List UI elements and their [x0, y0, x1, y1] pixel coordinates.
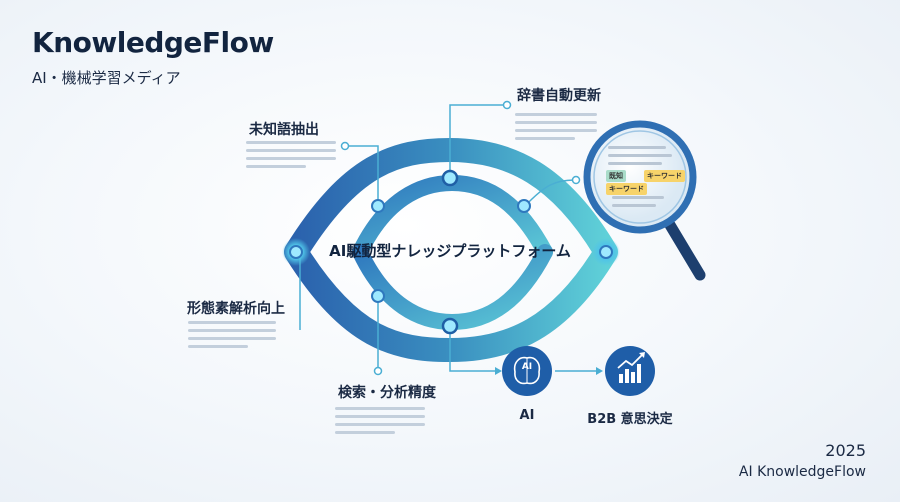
brand-title: KnowledgeFlow [32, 26, 274, 59]
arrow-to-b2b [596, 367, 603, 375]
footer: 2025 AI KnowledgeFlow [739, 441, 866, 480]
connector-output [449, 328, 495, 372]
output-label-ai: AI [519, 408, 535, 423]
node-label-search-accuracy: 検索・分析精度 [338, 385, 436, 401]
node-bottom [441, 317, 459, 335]
footer-year: 2025 [825, 441, 866, 460]
output-label-b2b: B2B 意思決定 [587, 412, 673, 427]
node-right [599, 245, 613, 259]
inner-ring-bottom [352, 244, 553, 331]
endpoint-dot [373, 366, 383, 376]
endpoint-dot [340, 141, 350, 151]
placeholder-lines-morphology [188, 321, 276, 348]
node-label-morphology: 形態素解析向上 [187, 301, 285, 317]
ai-icon-text: AI [521, 362, 533, 372]
arrow-to-ai [495, 367, 502, 375]
node-label-unknown-words: 未知語抽出 [249, 122, 319, 138]
center-label: AI駆動型ナレッジプラットフォーム [329, 242, 571, 260]
placeholder-lines-unknown-words [246, 141, 336, 168]
brand-subtitle: AI・機械学習メディア [32, 69, 181, 87]
node-upper-right [517, 199, 531, 213]
brand-block: KnowledgeFlow AI・機械学習メディア [32, 26, 274, 88]
ai-brain-icon [502, 346, 552, 396]
endpoint-dot [502, 100, 512, 110]
placeholder-lines-dictionary [515, 113, 597, 140]
node-upper-left [371, 199, 385, 213]
chart-growth-icon [605, 346, 655, 396]
node-label-dictionary-update: 辞書自動更新 [517, 88, 601, 104]
footer-brand: AI KnowledgeFlow [738, 464, 866, 480]
node-left [289, 245, 303, 259]
node-lower-left [371, 289, 385, 303]
connector-unknown-words [347, 145, 379, 204]
tag-known: 既知 [606, 170, 626, 182]
endpoint-dot [571, 175, 581, 185]
connector-right-top [524, 179, 576, 207]
tag-keyword: キーワード [644, 170, 685, 182]
magnifier-icon [583, 120, 706, 281]
connector-dictionary [449, 104, 505, 178]
node-top [441, 169, 459, 187]
tag-keyword: キーワード [606, 183, 647, 195]
placeholder-lines-search [335, 407, 425, 434]
